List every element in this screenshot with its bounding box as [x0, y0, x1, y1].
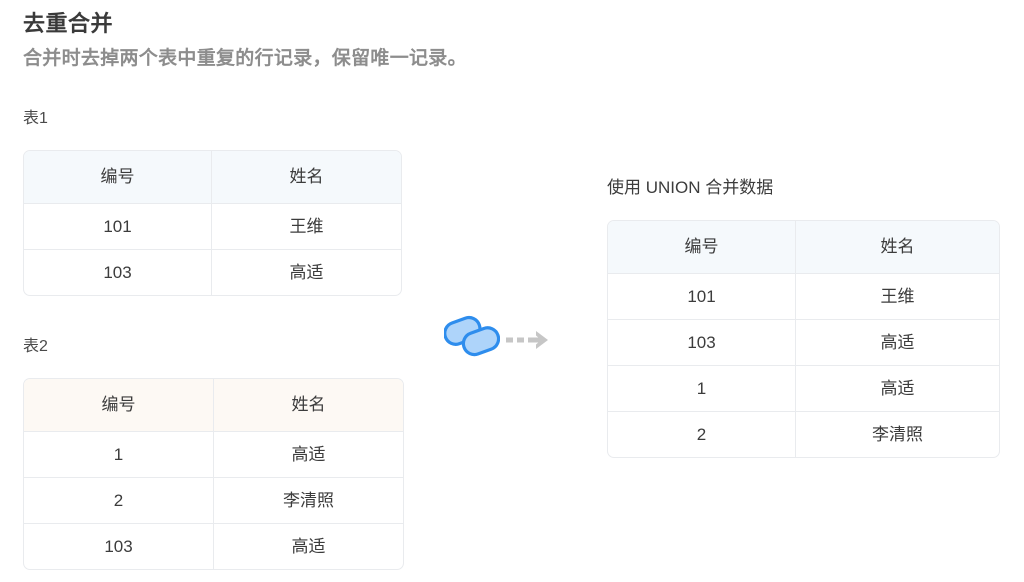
result-cell-name: 高适 [796, 366, 999, 412]
table1-cell-id: 103 [24, 250, 212, 295]
result-cell-name: 高适 [796, 320, 999, 366]
union-venn-icon [443, 311, 501, 368]
dashed-arrow-right-icon [506, 328, 556, 357]
table2-cell-name: 高适 [291, 537, 326, 556]
table2-header-row: 编号 姓名 [24, 379, 403, 432]
table2-label: 表2 [23, 338, 48, 355]
table-row: 1 高适 [608, 366, 999, 412]
table1-label: 表1 [23, 110, 48, 127]
table2-col-header-id: 编号 [24, 379, 214, 432]
result-table: 编号 姓名 101 王维 103 高适 1 高适 2 李清照 [607, 220, 1000, 458]
table-row: 103 高适 [608, 320, 999, 366]
result-col-header-name: 姓名 [796, 221, 999, 274]
result-cell-id: 103 [608, 320, 796, 366]
result-cell-id: 101 [608, 274, 796, 320]
page-title: 去重合并 [23, 11, 114, 36]
table2-cell-id: 1 [24, 432, 214, 478]
table1: 编号 姓名 101 王维 103 高适 [23, 150, 402, 296]
page-subtitle: 合并时去掉两个表中重复的行记录，保留唯一记录。 [23, 48, 467, 69]
table1-cell-name: 高适 [289, 263, 324, 282]
table2-cell-id: 103 [24, 524, 214, 569]
table-row: 103 高适 [24, 250, 401, 295]
table-row: 2 李清照 [608, 412, 999, 457]
table1-cell-id: 101 [24, 204, 212, 250]
table2-cell-name: 高适 [214, 432, 403, 478]
table1-col-header-name: 姓名 [212, 151, 401, 204]
table-row: 2 李清照 [24, 478, 403, 524]
table-row: 101 王维 [608, 274, 999, 320]
table2-cell-id: 2 [24, 478, 214, 524]
table2: 编号 姓名 1 高适 2 李清照 103 高适 [23, 378, 404, 570]
result-header-row: 编号 姓名 [608, 221, 999, 274]
result-cell-name: 王维 [796, 274, 999, 320]
table1-cell-name: 王维 [212, 204, 401, 250]
result-cell-name: 李清照 [872, 425, 923, 444]
table-row: 101 王维 [24, 204, 401, 250]
table2-col-header-name: 姓名 [214, 379, 403, 432]
result-table-label: 使用 UNION 合并数据 [607, 178, 774, 197]
table1-header-row: 编号 姓名 [24, 151, 401, 204]
result-cell-id: 2 [608, 412, 796, 457]
result-col-header-id: 编号 [608, 221, 796, 274]
table-row: 1 高适 [24, 432, 403, 478]
table1-col-header-id: 编号 [24, 151, 212, 204]
union-connector [440, 305, 570, 385]
table-row: 103 高适 [24, 524, 403, 569]
table2-cell-name: 李清照 [214, 478, 403, 524]
result-cell-id: 1 [608, 366, 796, 412]
